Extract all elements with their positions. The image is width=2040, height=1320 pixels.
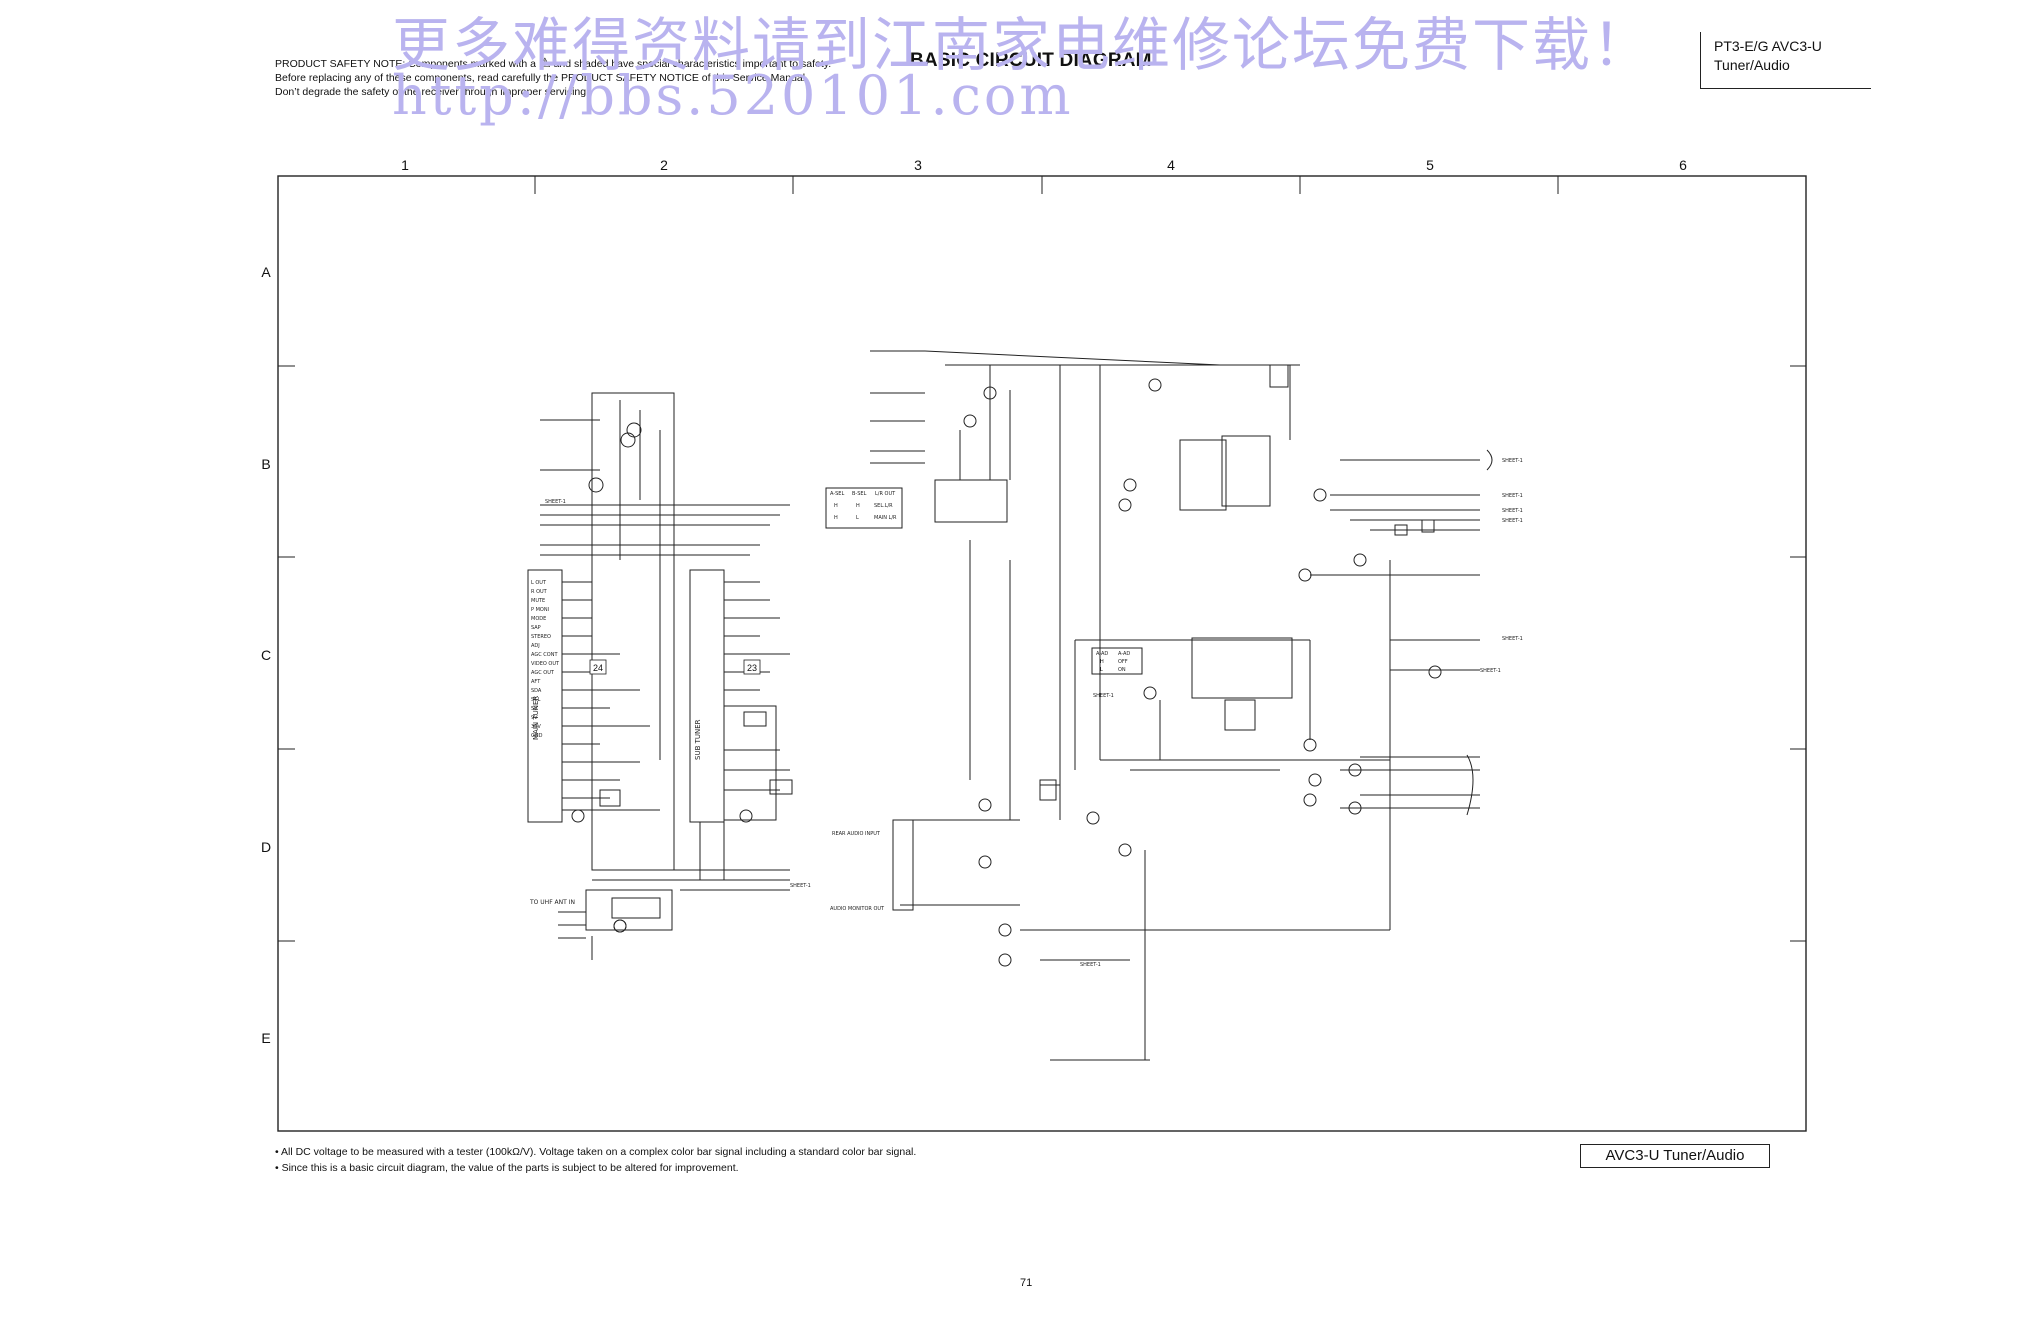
footnote: Since this is a basic circuit diagram, t…	[275, 1160, 916, 1176]
model-label: PT3-E/G AVC3-U	[1714, 38, 1822, 54]
table-cell: L	[1100, 667, 1103, 673]
pin-label: STEREO	[531, 634, 551, 640]
row-label: C	[261, 647, 271, 663]
pin-label: 33V	[531, 724, 541, 730]
safety-note-text-rest: and shaded have special characteristics …	[275, 58, 832, 98]
sheet-label: SHEET-1	[545, 499, 566, 505]
sheet-label: SHEET-1	[1480, 668, 1501, 674]
table-cell: SEL.L/R	[874, 503, 893, 509]
sub-tuner-label: SUB TUNER	[694, 719, 702, 760]
pin-label: P MONI	[531, 607, 549, 613]
audio-monitor-out-label: AUDIO MONITOR OUT	[830, 906, 885, 912]
main-tuner-ref: 24	[593, 663, 603, 673]
sub-tuner-block	[650, 569, 793, 891]
safety-note-text: PRODUCT SAFETY NOTE: Components marked w…	[275, 58, 537, 70]
table-cell: A-SEL	[830, 491, 844, 497]
pin-label: MODE	[531, 616, 546, 622]
pin-label: 9V	[531, 715, 538, 721]
antenna-label: TO UHF ANT IN	[529, 899, 575, 906]
section-label: Tuner/Audio	[1714, 57, 1790, 73]
schematic-frame	[277, 175, 1807, 1132]
sheet-label: SHEET-1	[1502, 508, 1523, 514]
column-label: 5	[1426, 157, 1434, 173]
sheet-label: SHEET-1	[1502, 458, 1523, 464]
pin-label: SDA	[531, 688, 542, 694]
sheet-label: SHEET-1	[1502, 493, 1523, 499]
grid-ticks	[278, 176, 1806, 942]
table-cell: H	[834, 515, 838, 521]
main-tuner-block	[527, 392, 790, 933]
table-cell: H	[856, 503, 860, 509]
table-cell: MAIN L/R	[874, 515, 897, 521]
audio-processor-block	[1039, 364, 1390, 1061]
pin-label: AFT	[531, 679, 541, 685]
header-box	[1700, 32, 1871, 89]
pin-label: SCL	[531, 697, 541, 703]
table-cell: B-SEL	[852, 491, 867, 497]
main-tuner-label: MAIN TUNER	[532, 696, 540, 740]
page-number: 71	[1020, 1277, 1033, 1289]
sheet-label: SHEET-1	[790, 883, 811, 889]
antenna-block	[558, 889, 673, 960]
sub-tuner-ref: 23	[747, 663, 757, 673]
output-stage-block	[1269, 364, 1493, 930]
warning-triangle-icon: ⚠	[538, 55, 551, 70]
pin-label: 5V	[531, 706, 538, 712]
row-label: E	[261, 1030, 270, 1046]
sheet-label: SHEET-1	[1502, 636, 1523, 642]
table-cell: OFF	[1118, 659, 1128, 665]
rear-audio-input-label: REAR AUDIO INPUT	[832, 831, 881, 837]
table-cell: H	[1100, 659, 1104, 665]
column-label: 4	[1167, 157, 1175, 173]
table-cell: L	[856, 515, 859, 521]
watermark-url: http://bbs.520101.com	[392, 64, 1074, 127]
pin-label: L OUT	[531, 580, 547, 586]
pin-label: AGC CONT	[531, 652, 558, 658]
sheet-label: SHEET-1	[1093, 693, 1114, 699]
footnote: All DC voltage to be measured with a tes…	[275, 1144, 916, 1160]
pin-label: ADJ	[531, 643, 540, 649]
pin-label: VIDEO OUT	[531, 661, 560, 667]
column-label: 6	[1679, 157, 1687, 173]
table-cell: A-AD	[1118, 651, 1130, 657]
sheet-label: SHEET-1	[1080, 962, 1101, 968]
footnotes: All DC voltage to be measured with a tes…	[275, 1144, 916, 1176]
pin-label: GND	[531, 733, 543, 739]
column-label: 1	[401, 157, 409, 173]
column-label: 2	[660, 157, 668, 173]
pin-label: SAP	[531, 625, 541, 631]
bottom-caption: AVC3-U Tuner/Audio	[1580, 1144, 1770, 1168]
product-safety-note: PRODUCT SAFETY NOTE: Components marked w…	[275, 56, 835, 99]
table-cell: H	[834, 503, 838, 509]
watermark-text: 更多难得资料请到江南家电维修论坛免费下载！	[392, 11, 1653, 79]
pin-label: R OUT	[531, 589, 548, 595]
row-label: D	[261, 839, 271, 855]
column-label: 3	[914, 157, 922, 173]
table-cell: L/R OUT	[875, 491, 896, 497]
table-cell: ON	[1118, 667, 1126, 673]
diagram-title: BASIC CIRCUIT DIAGRAM	[910, 50, 1152, 71]
table-cell: A-AD	[1096, 651, 1108, 657]
sheet-label: SHEET-1	[1502, 518, 1523, 524]
pin-label: AGC OUT	[531, 670, 555, 676]
row-label: B	[261, 456, 270, 472]
row-label: A	[261, 264, 271, 280]
switch-ic-block	[825, 350, 1390, 967]
pin-label: MUTE	[531, 598, 545, 604]
